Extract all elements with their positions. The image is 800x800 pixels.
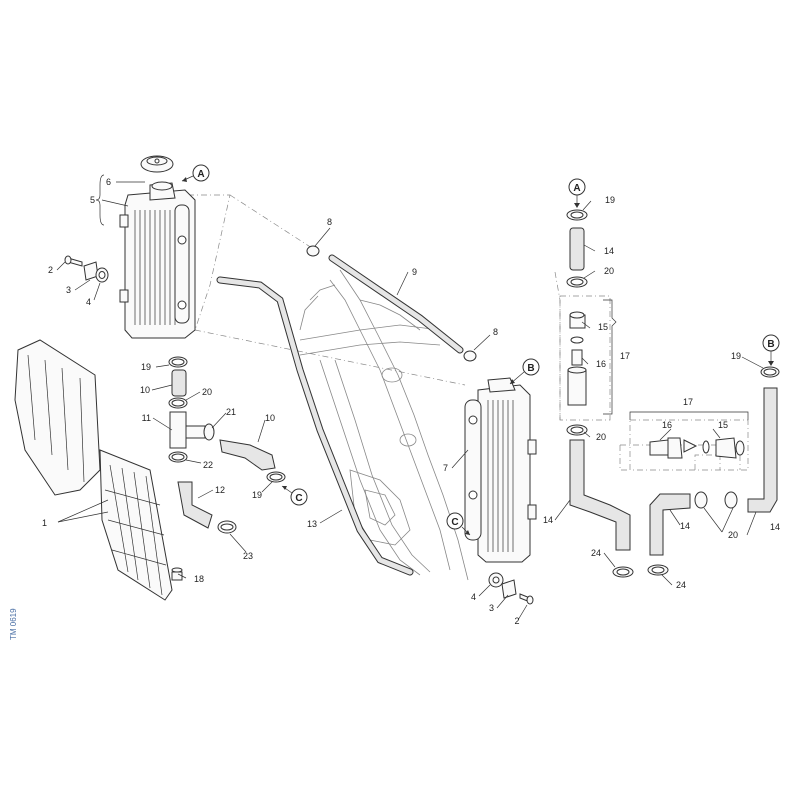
connector-b-right: B	[762, 334, 780, 366]
label-14-left-bend: 14	[543, 515, 553, 525]
svg-text:A: A	[573, 183, 580, 194]
right-radiator	[464, 377, 537, 563]
connector-c-right: C	[446, 512, 471, 536]
label-9: 9	[412, 267, 417, 277]
label-20-left: 20	[202, 387, 212, 397]
svg-text:B: B	[767, 339, 774, 350]
label-3-right: 3	[489, 603, 494, 613]
svg-text:C: C	[295, 493, 302, 504]
label-19-mid: 19	[252, 490, 262, 500]
label-15-vertical: 15	[598, 322, 608, 332]
label-22: 22	[203, 460, 213, 470]
label-17-vertical: 17	[620, 351, 630, 361]
connector-a-right: A	[568, 178, 586, 208]
clip-18	[171, 567, 183, 581]
label-20-right-b: 20	[596, 432, 606, 442]
label-2: 2	[48, 265, 53, 275]
right-mounting-hardware	[488, 572, 534, 605]
label-2-right: 2	[514, 616, 519, 626]
label-13: 13	[307, 519, 317, 529]
inline-filter-17	[629, 411, 749, 471]
label-15-horizontal: 15	[718, 420, 728, 430]
label-8-upper: 8	[327, 217, 332, 227]
label-6: 6	[106, 177, 111, 187]
label-7: 7	[443, 463, 448, 473]
connector-b-left: B	[509, 358, 540, 385]
label-19-right-b: 19	[731, 351, 741, 361]
left-shroud	[14, 339, 173, 601]
connector-a-left: A	[181, 164, 210, 182]
label-20-right-a: 20	[604, 266, 614, 276]
part-number-labels: 6 5 2 3 4 1 18 19 10 20 11 21 22 12 23 1…	[42, 177, 780, 626]
label-4: 4	[86, 297, 91, 307]
label-21: 21	[226, 407, 236, 417]
alignment-lines	[175, 194, 741, 471]
label-5: 5	[90, 195, 95, 205]
label-3: 3	[66, 285, 71, 295]
left-radiator	[119, 181, 196, 339]
svg-text:C: C	[451, 517, 458, 528]
label-24-left: 24	[591, 548, 601, 558]
label-24-right: 24	[676, 580, 686, 590]
label-19-left: 19	[141, 362, 151, 372]
svg-text:A: A	[197, 169, 204, 180]
label-1: 1	[42, 518, 47, 528]
left-mounting-hardware	[64, 255, 109, 283]
reference-code: TM 0619	[9, 608, 18, 640]
label-16-horizontal: 16	[662, 420, 672, 430]
label-12: 12	[215, 485, 225, 495]
leader-lines	[56, 174, 764, 621]
motorcycle-frame	[299, 269, 469, 581]
left-lower-hose-group	[168, 356, 286, 534]
label-14-right: 14	[770, 522, 780, 532]
right-hose-assembly-a	[559, 209, 634, 578]
label-17-horizontal: 17	[683, 397, 693, 407]
label-11: 11	[142, 413, 151, 423]
label-10-left: 10	[140, 385, 150, 395]
long-hoses	[216, 245, 477, 576]
label-18: 18	[194, 574, 204, 584]
label-23: 23	[243, 551, 253, 561]
label-14-mid: 14	[680, 521, 690, 531]
right-hose-assembly-b	[647, 366, 780, 576]
label-4-right: 4	[471, 592, 476, 602]
connector-c-left: C	[281, 485, 308, 506]
label-8-lower: 8	[493, 327, 498, 337]
svg-text:B: B	[527, 363, 534, 374]
radiator-cap	[140, 155, 174, 173]
label-16-vertical: 16	[596, 359, 606, 369]
label-10-mid: 10	[265, 413, 275, 423]
label-20-bottom: 20	[728, 530, 738, 540]
label-19-right-a: 19	[605, 195, 615, 205]
label-14-upper: 14	[604, 246, 614, 256]
